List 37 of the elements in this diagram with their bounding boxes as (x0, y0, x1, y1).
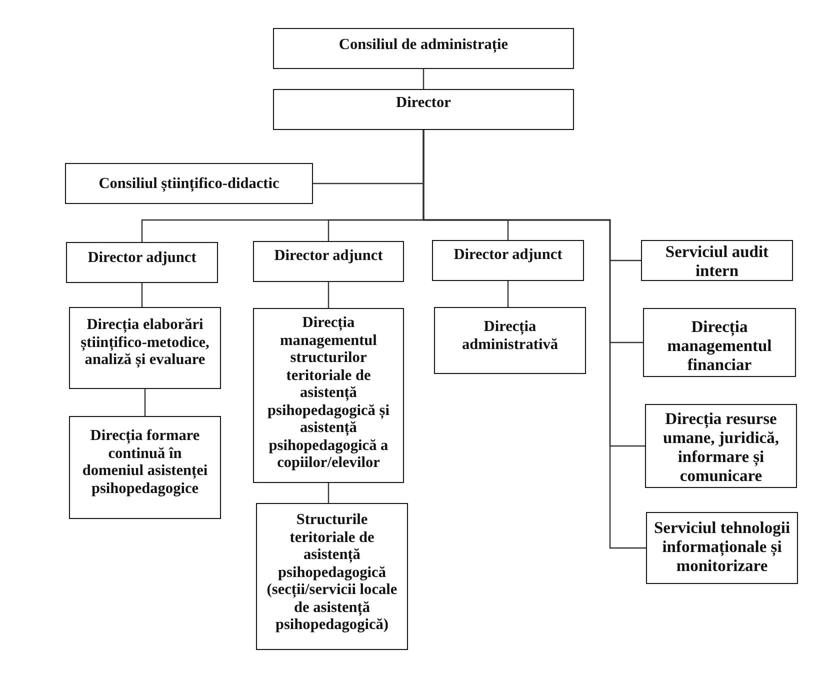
unit-name: Direcția managementul structurilor teritoriale de asistență psihopedagogică și asistență psihopedagogică a copiilor/elevilor (266, 314, 390, 472)
org-unit-box (646, 512, 798, 584)
org-unit-box (273, 28, 574, 69)
connector-line (422, 130, 646, 549)
org-unit-box (69, 307, 221, 389)
unit-name: Serviciul tehnologii informaționale și monitorizare (652, 518, 792, 575)
connector-line (328, 483, 330, 503)
org-unit-box (432, 240, 584, 281)
unit-name: Direcția formare continuă în domeniul asistenței psihopedagogice (81, 427, 209, 497)
unit-name: Consiliul științifico-didactic (98, 174, 280, 192)
connector-line (507, 281, 509, 307)
connector-line (144, 389, 146, 416)
unit-name: Consiliul de administrație (338, 36, 508, 54)
org-unit-box (273, 89, 574, 130)
unit-name: Director adjunct (88, 249, 196, 266)
unit-name: Director (396, 94, 451, 112)
unit-name: Director adjunct (274, 247, 383, 264)
connector-line (141, 283, 143, 307)
org-unit-box (643, 308, 796, 377)
unit-name: Structurile teritoriale de asistență psihopedagogică (secții/servicii locale de asistență psihopedagogică) (266, 511, 398, 634)
unit-name: Direcția resurse umane, juridică, informare și comunicare (662, 409, 780, 485)
unit-name: Direcția administrativă (460, 318, 560, 353)
org-unit-box (641, 240, 793, 281)
org-unit-box (256, 503, 408, 650)
unit-name: Direcția elaborări științifico-metodice, analiză și evaluare (80, 316, 210, 368)
unit-name: Director adjunct (454, 246, 562, 264)
unit-name: Serviciul audit intern (664, 242, 770, 280)
org-unit-box (645, 404, 797, 488)
org-unit-box (65, 163, 313, 204)
org-unit-box (253, 241, 404, 282)
org-unit-box (434, 307, 586, 374)
connector-line (328, 282, 330, 308)
org-unit-box (66, 242, 218, 283)
org-unit-box (253, 308, 404, 483)
org-unit-box (69, 416, 221, 519)
unit-name: Direcția managementul financiar (666, 317, 773, 374)
connector-line (422, 69, 424, 89)
